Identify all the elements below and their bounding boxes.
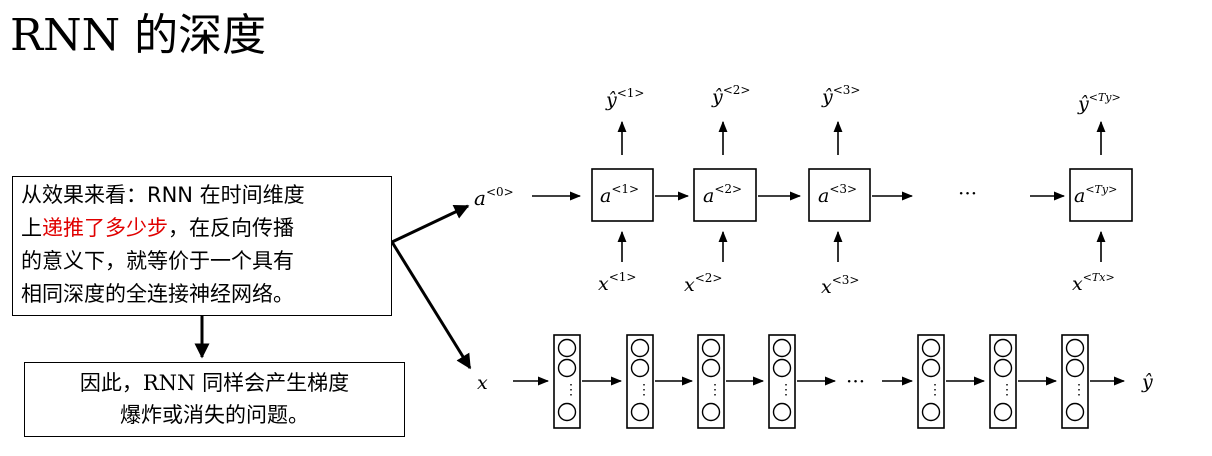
layer-ellipsis: ⋮ <box>779 382 793 398</box>
x3-label: x<3> <box>821 273 859 298</box>
yTy-label: ŷ<Ty> <box>1077 91 1121 115</box>
neuron-node <box>557 338 577 358</box>
y3-label: ŷ<3> <box>821 83 860 108</box>
deepnet-layer-6: ⋮ <box>989 334 1017 429</box>
neuron-node <box>701 402 721 422</box>
neuron-node <box>993 358 1013 378</box>
a0-label: a<0> <box>474 185 514 210</box>
y1-label: ŷ<1> <box>605 86 644 111</box>
explanation-callout: 从效果来看：RNN 在时间维度 上递推了多少步，在反向传播 的意义下，就等价于一… <box>12 176 392 316</box>
deep-network: x ··· ŷ ⋮ ⋮ ⋮ ⋮ ⋮ ⋮ ⋮ <box>477 334 1153 429</box>
callout-to-rnn-arrow <box>391 204 470 244</box>
callout-line-2: 上递推了多少步，在反向传播 <box>21 216 294 240</box>
neuron-node <box>772 338 792 358</box>
neuron-node <box>1065 338 1085 358</box>
layer-ellipsis: ⋮ <box>708 382 722 398</box>
neuron-node <box>630 338 650 358</box>
y2-label: ŷ<2> <box>711 83 750 108</box>
rnn-cell-1: a<1> ŷ<1> x<1> <box>591 86 654 295</box>
x1-label: x<1> <box>598 270 636 295</box>
deepnet-layer-7: ⋮ <box>1061 334 1089 429</box>
deepnet-layer-1: ⋮ <box>553 334 581 429</box>
conclusion-line-1: 因此，RNN 同样会产生梯度 <box>79 371 350 395</box>
neuron-node <box>921 402 941 422</box>
neuron-node <box>772 358 792 378</box>
neuron-node <box>921 358 941 378</box>
layer-ellipsis: ⋮ <box>1072 382 1086 398</box>
layer-ellipsis: ⋮ <box>637 382 651 398</box>
x2-label: x<2> <box>684 271 722 296</box>
layer-ellipsis: ⋮ <box>928 382 942 398</box>
rnn-cell-3: a<3> ŷ<3> x<3> <box>808 83 871 298</box>
deepnet-layer-2: ⋮ <box>626 334 654 429</box>
neuron-node <box>630 358 650 378</box>
xTx-label: x<Tx> <box>1072 271 1115 295</box>
deepnet-layer-5: ⋮ <box>917 334 945 429</box>
rnn-ellipsis: ··· <box>958 181 977 205</box>
slide-title: RNN 的深度 <box>10 10 267 61</box>
neuron-node <box>1065 402 1085 422</box>
layer-ellipsis: ⋮ <box>564 382 578 398</box>
layer-ellipsis: ⋮ <box>1000 382 1014 398</box>
callout-to-deepnet-arrow <box>390 241 472 370</box>
neuron-node <box>1065 358 1085 378</box>
deepnet-layer-3: ⋮ <box>697 334 725 429</box>
neuron-node <box>701 338 721 358</box>
rnn-unrolled: a<0> a<1> ŷ<1> x<1> a<2> ŷ<2> x<2> a<3> <box>474 83 1133 298</box>
highlight-text: 递推了多少步 <box>42 216 168 240</box>
callout-line-3: 的意义下，就等价于一个具有 <box>21 249 294 273</box>
deepnet-input-label: x <box>477 372 488 394</box>
neuron-node <box>772 402 792 422</box>
conclusion-callout: 因此，RNN 同样会产生梯度 爆炸或消失的问题。 <box>24 362 405 437</box>
a3-label: a<3> <box>818 182 857 207</box>
deepnet-output-label: ŷ <box>1141 371 1153 393</box>
callout-line-1: 从效果来看：RNN 在时间维度 <box>21 183 305 207</box>
deepnet-ellipsis: ··· <box>846 369 865 393</box>
neuron-node <box>993 402 1013 422</box>
neuron-node <box>993 338 1013 358</box>
deepnet-layer-4: ⋮ <box>768 334 796 429</box>
neuron-node <box>557 402 577 422</box>
rnn-cell-2: a<2> ŷ<2> x<2> <box>684 83 757 296</box>
rnn-cell-last: a<Ty> ŷ<Ty> x<Tx> <box>1069 91 1133 295</box>
neuron-node <box>630 402 650 422</box>
neuron-node <box>921 338 941 358</box>
neuron-node <box>557 358 577 378</box>
callout-line-4: 相同深度的全连接神经网络。 <box>21 282 294 306</box>
neuron-node <box>701 358 721 378</box>
conclusion-line-2: 爆炸或消失的问题。 <box>120 403 309 427</box>
